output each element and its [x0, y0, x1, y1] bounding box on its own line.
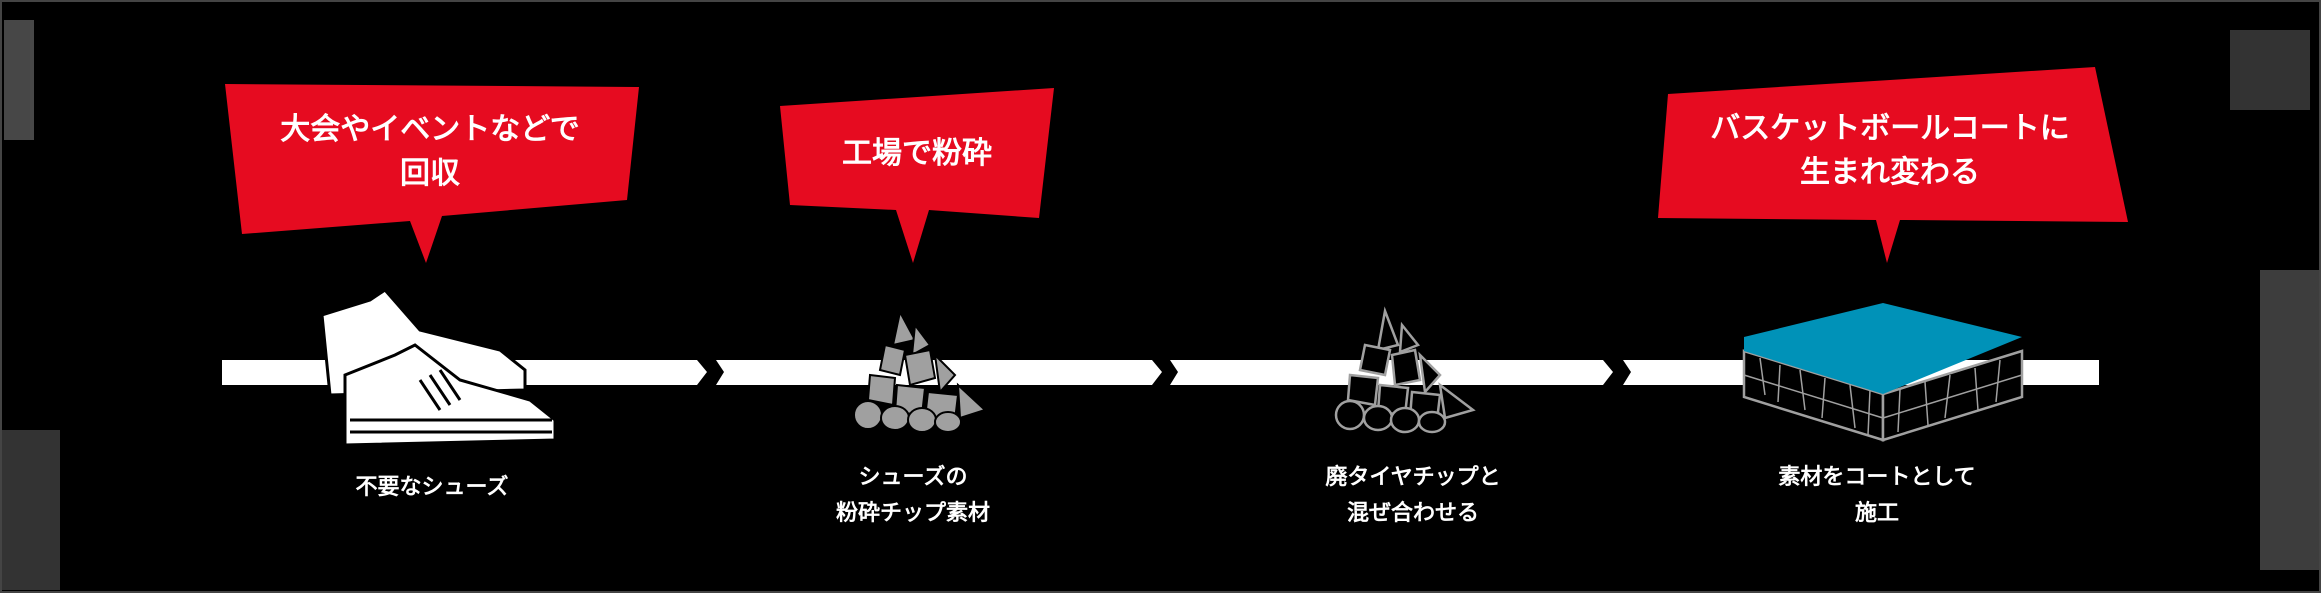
bubble-1-text: 大会やイベントなどで 回収	[225, 108, 635, 196]
step-3-label: 廃タイヤチップと 混ぜ合わせる	[1263, 460, 1563, 532]
step-2-label: シューズの 粉砕チップ素材	[763, 460, 1063, 532]
step-2-line2: 粉砕チップ素材	[835, 501, 990, 526]
speech-bubble-2	[780, 88, 1054, 263]
grunge-texture	[0, 20, 2320, 590]
step-3-line2: 混ぜ合わせる	[1346, 501, 1479, 526]
step-3-line1: 廃タイヤチップと	[1325, 465, 1501, 490]
step-4-line1: 素材をコートとして	[1778, 465, 1976, 490]
bubble-3-line2: 生まれ変わる	[1800, 155, 1980, 190]
shoe-chips-icon	[853, 309, 987, 433]
arrow-segment-3	[1170, 360, 1613, 385]
bubble-1-line2: 回収	[400, 156, 460, 191]
step-2-line1: シューズの	[858, 465, 968, 490]
tire-chips-icon	[1334, 306, 1476, 434]
court-block-icon	[1742, 303, 2024, 442]
bubble-2-line1: 工場で粉砕	[842, 136, 992, 171]
speech-bubble-1	[225, 84, 639, 263]
bubble-3-line1: バスケットボールコートに	[1710, 111, 2070, 146]
step-1-label: 不要なシューズ	[282, 470, 582, 506]
step-4-line2: 施工	[1854, 501, 1899, 526]
bubble-3-text: バスケットボールコートに 生まれ変わる	[1660, 107, 2120, 195]
bubble-1-line1: 大会やイベントなどで	[280, 112, 580, 147]
bubble-2-text: 工場で粉砕	[780, 132, 1054, 176]
step-4-label: 素材をコートとして 施工	[1727, 460, 2027, 532]
speech-bubble-3	[1658, 67, 2128, 263]
step-1-line1: 不要なシューズ	[355, 475, 509, 500]
sneakers-icon	[320, 288, 557, 447]
